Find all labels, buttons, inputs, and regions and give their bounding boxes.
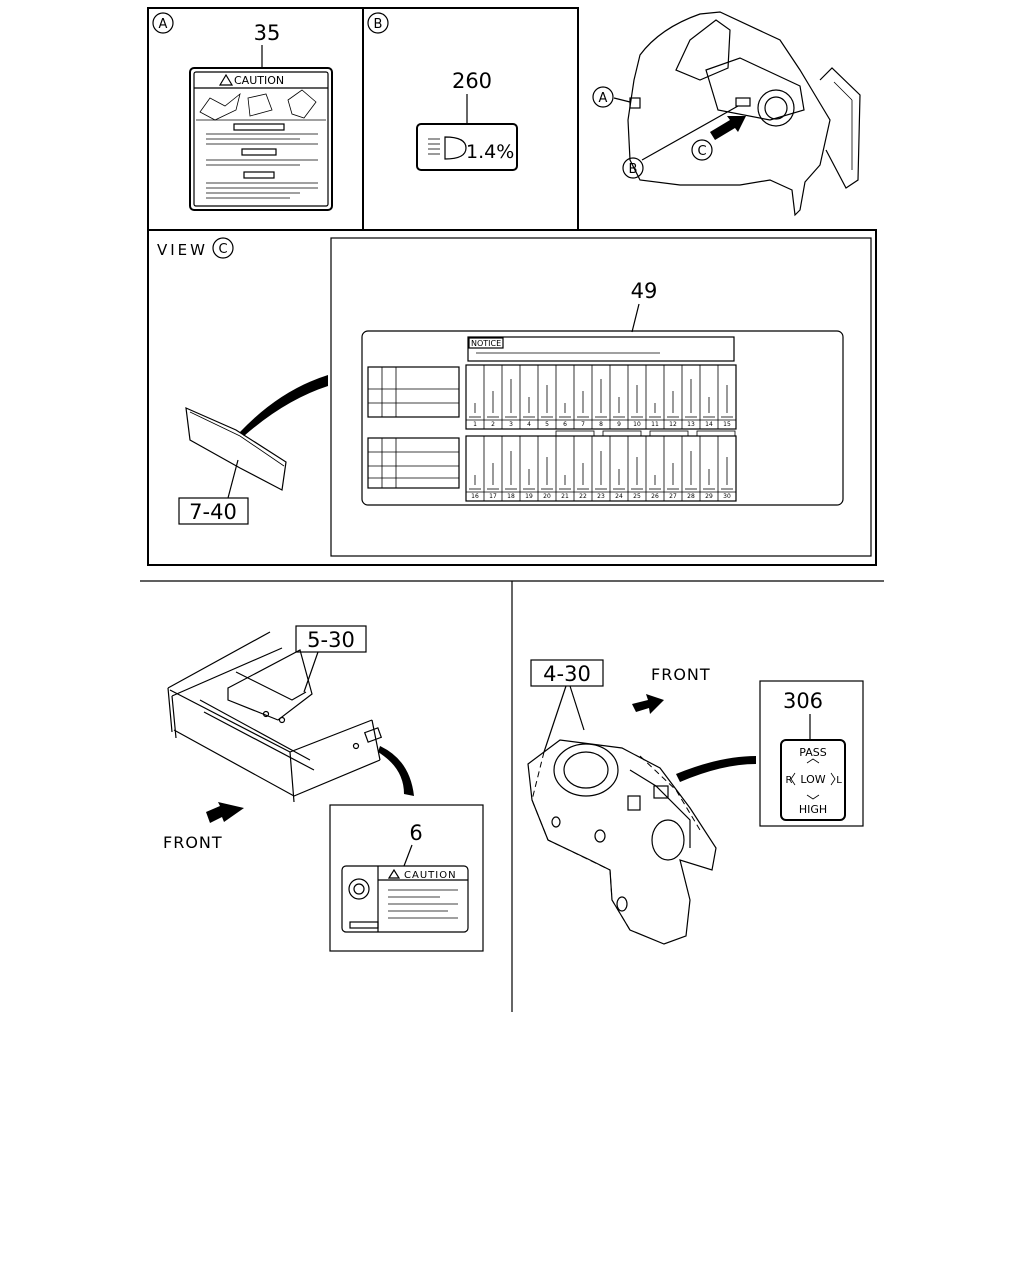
top-fuse-number: 10 — [633, 421, 641, 428]
top-fuse-number: 7 — [581, 421, 585, 428]
bottom-fuse-number: 30 — [723, 493, 731, 500]
top-fuse-number: 3 — [509, 421, 513, 428]
leader-curve-6 — [378, 746, 414, 796]
bottom-fuse-number: 19 — [525, 493, 533, 500]
label-b-location — [735, 97, 751, 107]
overview-a-marker — [592, 86, 614, 108]
ref-7-40-box — [178, 497, 249, 525]
overview-b-letter: B — [629, 162, 638, 177]
frame-front-arrow — [206, 802, 244, 823]
view-a-marker — [152, 12, 174, 34]
frame-bracket — [227, 649, 313, 721]
ref-5-30-label: 5-30 — [307, 628, 355, 652]
spare-fuse-slot — [649, 430, 689, 437]
bottom-fuse-number: 17 — [489, 493, 497, 500]
panel-view-c: VIEW C 7-40 49 NOTICE — [147, 229, 877, 566]
bottom-fuse-number: 29 — [705, 493, 713, 500]
top-fuse-number: 11 — [651, 421, 659, 428]
view-c-arrow — [710, 116, 746, 140]
bottom-fuse-number: 27 — [669, 493, 677, 500]
caution-35-text: CAUTION — [234, 74, 284, 87]
view-a-letter: A — [159, 17, 168, 32]
bottom-fuse-number: 18 — [507, 493, 515, 500]
part-49-label: 49 — [631, 279, 658, 303]
bottom-fuse-number: 25 — [633, 493, 641, 500]
part-6-label: 6 — [409, 821, 422, 845]
warning-triangle-icon — [218, 73, 234, 86]
top-fuse-number: 12 — [669, 421, 677, 428]
view-c-title: VIEW — [157, 241, 208, 259]
part-35-label: 35 — [254, 21, 281, 45]
part-306-label: 306 — [783, 689, 823, 713]
label-l: L — [836, 775, 842, 786]
leader-curve — [240, 375, 328, 436]
dimmer-switch-label-306: PASS R LOW L HIGH — [780, 739, 846, 821]
switch-front-text: FRONT — [651, 665, 711, 684]
part-260-label: 260 — [452, 69, 492, 93]
overview-c-letter: C — [697, 144, 706, 159]
ref-7-40-label: 7-40 — [189, 500, 237, 524]
top-fuse-number: 9 — [617, 421, 621, 428]
bottom-fuse-number: 24 — [615, 493, 623, 500]
overview-a-letter: A — [599, 91, 608, 106]
label-pass: PASS — [799, 746, 826, 759]
dashboard-overview: A B C — [592, 11, 861, 217]
bottom-fuse-number: 22 — [579, 493, 587, 500]
view-b-marker — [367, 12, 389, 34]
spare-fuse-slot — [696, 430, 736, 437]
spare-fuse-slot — [602, 430, 642, 437]
bottom-fuse-number: 21 — [561, 493, 569, 500]
combination-switch-body — [527, 739, 717, 945]
overview-b-marker — [622, 157, 644, 179]
caution-pictograms — [199, 89, 317, 121]
glove-box-lid — [185, 407, 287, 491]
top-fuse-number: 6 — [563, 421, 567, 428]
bottom-fuse-number: 23 — [597, 493, 605, 500]
notice-heading: NOTICE — [471, 339, 501, 348]
top-fuse-number: 2 — [491, 421, 495, 428]
top-fuse-number: 1 — [473, 421, 477, 428]
caution-6-text: CAUTION — [404, 870, 457, 881]
top-fuse-number: 13 — [687, 421, 695, 428]
panel-a: A 35 CAUTION — [147, 7, 364, 231]
top-fuse-number: 8 — [599, 421, 603, 428]
switch-view: 4-30 FRONT 306 PASS R — [527, 659, 864, 945]
top-fuse-number: 14 — [705, 421, 713, 428]
top-fuse-number: 5 — [545, 421, 549, 428]
bottom-fuse-number: 26 — [651, 493, 659, 500]
headlamp-leveling-label-260: 1.4% — [416, 123, 518, 171]
label-low: LOW — [800, 773, 825, 786]
leveling-value: 1.4% — [466, 141, 514, 163]
caution-label-6: CAUTION — [341, 865, 469, 933]
label-a-location — [629, 97, 641, 109]
bottom-fuse-number: 28 — [687, 493, 695, 500]
panel-b: B 260 1.4% — [362, 7, 579, 231]
warning-triangle-icon — [387, 868, 401, 879]
overview-c-marker — [691, 139, 713, 161]
ref-4-30-label: 4-30 — [543, 662, 591, 686]
top-fuse-number: 4 — [527, 421, 531, 428]
label-6-location — [363, 727, 383, 743]
view-b-letter: B — [374, 17, 383, 32]
headlamp-icon — [444, 136, 467, 160]
switch-front-arrow — [632, 694, 664, 714]
bottom-fuse-number: 16 — [471, 493, 479, 500]
bottom-fuse-number: 20 — [543, 493, 551, 500]
view-c-letter: C — [218, 242, 227, 257]
label-high: HIGH — [799, 803, 827, 816]
view-c-marker — [212, 237, 234, 259]
caution-label-35: CAUTION — [189, 67, 333, 211]
spare-fuse-slot — [555, 430, 595, 437]
label-r: R — [786, 775, 793, 786]
frame-view: 5-30 FRONT 6 CAUTION — [163, 625, 484, 952]
ref-5-30-box — [295, 625, 367, 653]
leader-curve-306 — [676, 756, 756, 782]
ref-4-30-box — [530, 659, 604, 687]
frame-front-text: FRONT — [163, 833, 223, 852]
top-fuse-number: 15 — [723, 421, 731, 428]
